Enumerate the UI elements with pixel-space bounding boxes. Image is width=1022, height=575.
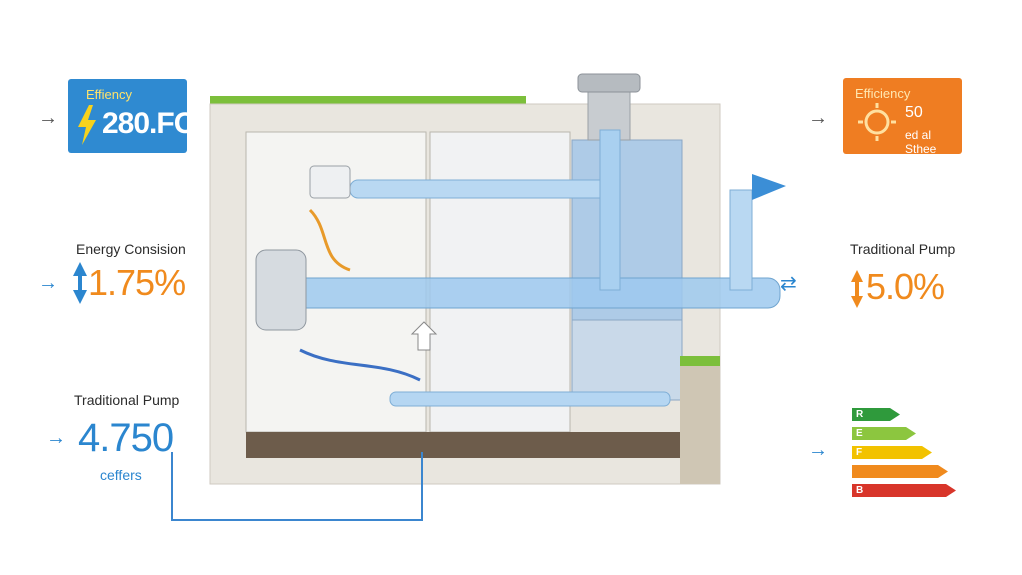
energy-bar-1: R — [852, 408, 900, 421]
efficiency-card-label: Efficiency — [855, 86, 911, 101]
soil-right — [680, 366, 720, 484]
grass-right — [680, 356, 720, 366]
return-pipe — [389, 391, 671, 407]
efficiency-card-sub: ed al Sthee — [905, 128, 937, 156]
energy-consumption-value: 1.75% — [88, 262, 186, 303]
arrow-right-icon: → — [38, 272, 58, 294]
updown-arrow-icon — [73, 262, 87, 304]
leader-line — [171, 452, 423, 521]
efficiency-card-label: Effiency — [86, 87, 133, 102]
energy-bar-label: F — [856, 447, 863, 458]
arrow-right-icon: → — [808, 107, 828, 129]
riser-pipe — [599, 129, 621, 291]
tank-lower — [571, 319, 683, 401]
outlet-pipe — [729, 189, 753, 291]
traditional-pump-value-right: 5.0% — [866, 266, 945, 307]
outlet-arrow — [752, 174, 786, 200]
grass-strip — [210, 96, 526, 104]
efficiency-card-value: 50 — [905, 104, 923, 121]
control-box — [309, 165, 351, 199]
energy-bar-5: B — [852, 484, 956, 497]
lightning-icon — [78, 105, 96, 145]
pump-system-diagram — [171, 73, 786, 521]
main-pipe — [259, 277, 781, 309]
chimney-cap — [577, 73, 641, 93]
up-arrow — [410, 321, 438, 351]
double-arrow-icon: ⇄ — [780, 273, 797, 295]
upper-pipe — [349, 179, 611, 199]
sun-icon — [858, 103, 896, 141]
efficiency-card-value: 280.FCO — [102, 107, 218, 140]
traditional-pump-value-left: 4.750 — [78, 416, 174, 460]
efficiency-card-left: Effiency 280.FCO — [68, 79, 218, 153]
energy-bar-label: B — [856, 485, 864, 496]
energy-bar-3: F — [852, 446, 932, 459]
arrow-right-icon: → — [808, 439, 828, 461]
traditional-pump-unit: ceffers — [100, 467, 142, 483]
soil-layer — [246, 432, 682, 458]
traditional-pump-label-right: Traditional Pump — [850, 241, 956, 257]
wiring-blue — [299, 348, 421, 382]
arrow-right-icon: → — [46, 427, 66, 449]
arrow-right-icon: → — [38, 107, 58, 129]
wiring-orange — [308, 208, 351, 272]
energy-bar-2: E — [852, 427, 916, 440]
energy-bar-label: R — [856, 409, 864, 420]
energy-bar-4 — [852, 465, 948, 478]
efficiency-card-right: Efficiency 50 ed al Sthee — [843, 78, 962, 156]
energy-consumption-label: Energy Consision — [76, 241, 186, 257]
traditional-pump-label-left: Traditional Pump — [74, 392, 180, 408]
energy-bar-label: E — [856, 428, 863, 439]
pump-motor — [255, 249, 307, 331]
updown-arrow-icon — [851, 270, 863, 308]
